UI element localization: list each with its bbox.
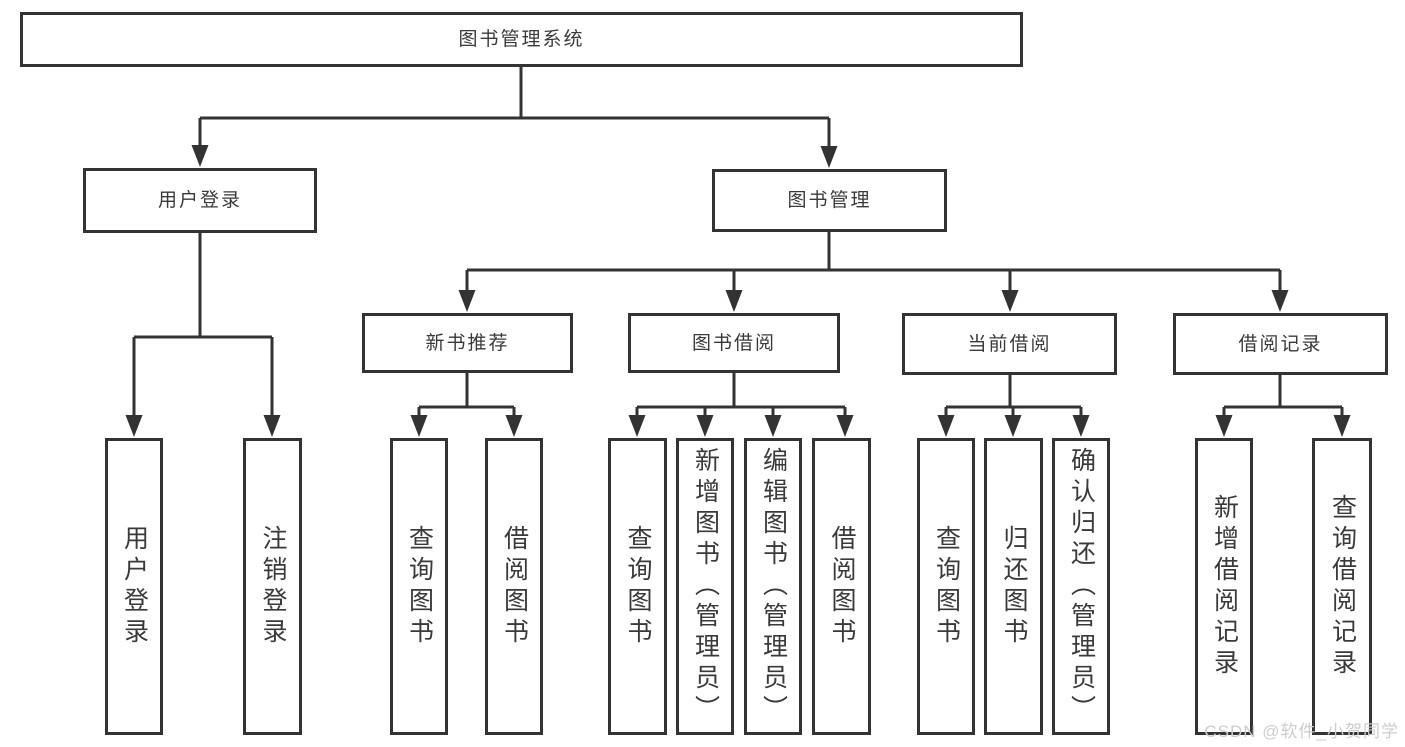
diagram-node-leaf-edit-book: 编辑图书（管理员）: [744, 438, 802, 735]
diagram-node-leaf-borrow-book-1: 借阅图书: [485, 438, 543, 735]
diagram-node-leaf-logout: 注销登录: [243, 438, 302, 735]
arrowhead-icon: [263, 415, 281, 437]
diagram-node-current-borrow: 当前借阅: [902, 313, 1117, 375]
diagram-node-leaf-borrow-book-2: 借阅图书: [812, 438, 871, 735]
diagram-node-book-mgmt: 图书管理: [712, 169, 947, 232]
diagram-node-root: 图书管理系统: [20, 12, 1023, 67]
diagram-node-leaf-add-record: 新增借阅记录: [1195, 438, 1253, 735]
arrowhead-icon: [937, 415, 955, 437]
arrowhead-icon: [628, 415, 646, 437]
arrowhead-icon: [1333, 415, 1351, 437]
arrowhead-icon: [820, 146, 838, 168]
diagram-node-leaf-user-login: 用户登录: [105, 438, 163, 735]
diagram-node-book-borrow: 图书借阅: [628, 313, 840, 373]
diagram-node-leaf-query-book-3: 查询图书: [917, 438, 975, 735]
diagram-node-leaf-query-record: 查询借阅记录: [1312, 438, 1372, 735]
arrowhead-icon: [191, 145, 209, 167]
diagram-node-leaf-query-book-2: 查询图书: [608, 438, 667, 735]
arrowhead-icon: [410, 415, 428, 437]
arrowhead-icon: [1004, 415, 1022, 437]
diagram-node-leaf-return-book: 归还图书: [984, 438, 1043, 735]
diagram-node-new-books: 新书推荐: [362, 313, 573, 373]
arrowhead-icon: [458, 290, 476, 312]
arrowhead-icon: [1072, 415, 1090, 437]
arrowhead-icon: [505, 415, 523, 437]
arrowhead-icon: [764, 415, 782, 437]
arrowhead-icon: [1215, 415, 1233, 437]
arrowhead-icon: [1001, 290, 1019, 312]
diagram-node-leaf-add-book: 新增图书（管理员）: [676, 438, 734, 735]
arrowhead-icon: [125, 415, 143, 437]
arrowhead-icon: [1271, 290, 1289, 312]
arrowhead-icon: [836, 415, 854, 437]
diagram-node-leaf-query-book-1: 查询图书: [390, 438, 448, 735]
arrowhead-icon: [725, 290, 743, 312]
diagram-node-leaf-confirm-return: 确认归还（管理员）: [1052, 438, 1110, 735]
diagram-node-user-login: 用户登录: [83, 168, 317, 233]
diagram-node-borrow-records: 借阅记录: [1173, 313, 1388, 375]
arrowhead-icon: [696, 415, 714, 437]
watermark-text: CSDN @软件_小贺同学: [1204, 722, 1399, 741]
